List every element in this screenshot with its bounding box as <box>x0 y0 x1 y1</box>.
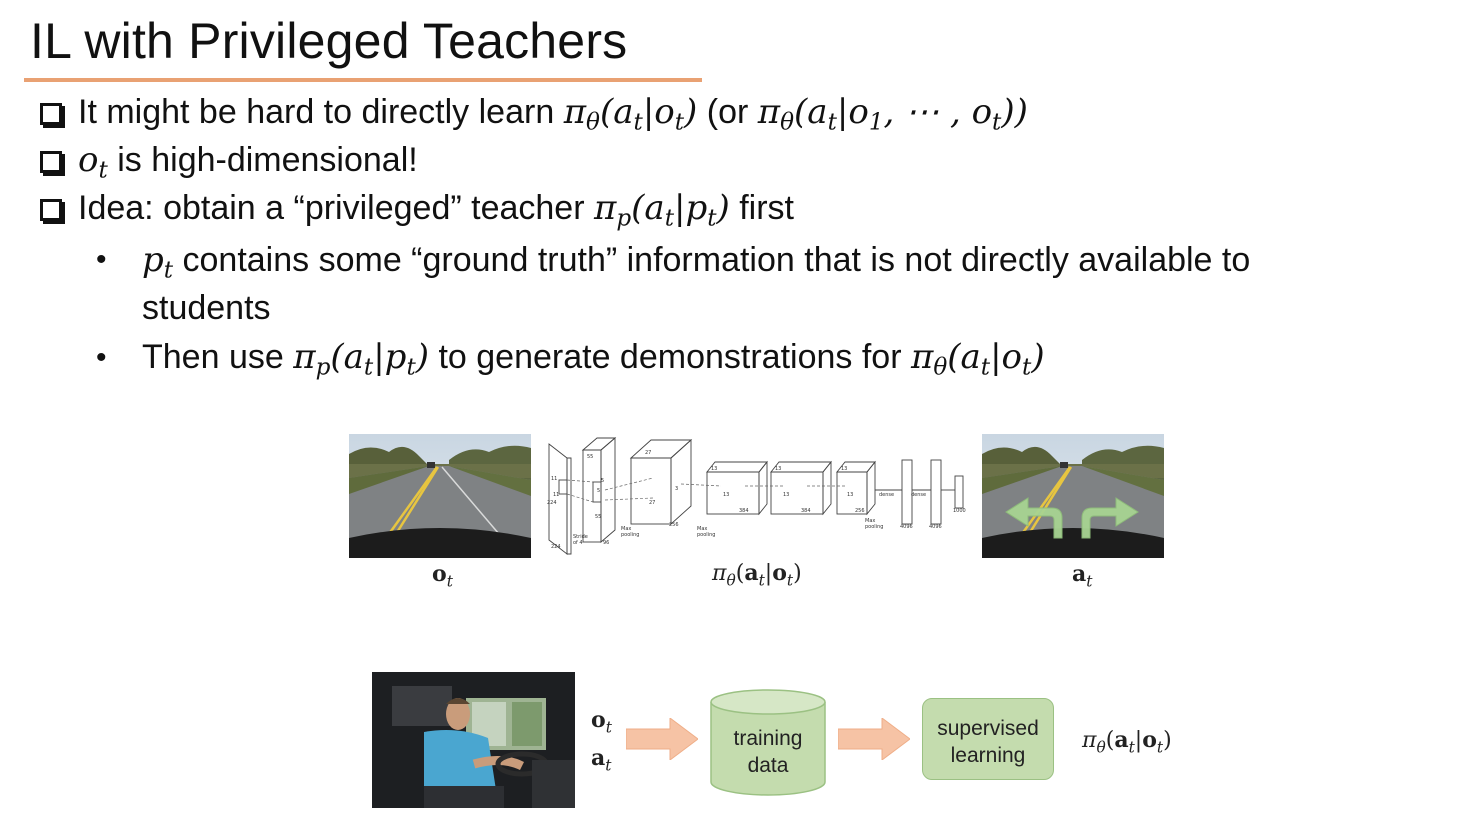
label-o-t: ot <box>591 707 612 737</box>
math-pi-theta: πθ(at|ot) <box>563 92 698 136</box>
training-data-label: training data <box>709 725 827 779</box>
bullet-1-mid: (or <box>697 93 758 131</box>
supervised-learning-label: supervised learning <box>922 715 1054 769</box>
cnn-label: of 4 <box>573 540 583 546</box>
cnn-label: pooling <box>697 532 715 538</box>
cnn-label: 5 <box>597 488 600 494</box>
math-pi-p: πp(at|pt) <box>593 188 730 232</box>
turn-arrows-icon <box>1005 497 1139 539</box>
bullet-3: Idea: obtain a “privileged” teacher πp(a… <box>40 188 794 238</box>
cnn-label: pooling <box>621 532 639 538</box>
math-pi-p: πp(at|pt) <box>293 337 430 381</box>
bullet-2-text: is high-dimensional! <box>107 141 418 179</box>
label-o-t: ot <box>432 561 453 591</box>
cnn-label: 55 <box>595 514 601 520</box>
bullet-2: ot is high-dimensional! <box>40 140 418 190</box>
sub-bullet-2: Then use πp(at|pt) to generate demonstra… <box>142 333 1045 391</box>
training-data-line2: data <box>747 754 789 777</box>
math-pi-theta-history: πθ(at|o1, ⋯ , ot)) <box>757 92 1028 136</box>
cnn-label: 27 <box>645 450 651 456</box>
slide-title: IL with Privileged Teachers <box>30 13 628 69</box>
cnn-label: 13 <box>847 492 853 498</box>
cnn-architecture-diagram: 224 224 11 11 55 55 5 5 27 27 3 13 13 13… <box>547 437 966 555</box>
checkbox-bullet-icon <box>40 199 62 221</box>
bullet-3-text: Idea: obtain a “privileged” teacher <box>78 189 594 227</box>
label-a-t: at <box>1072 561 1093 591</box>
title-underline <box>24 78 702 82</box>
label-policy: πθ(at|ot) <box>712 560 802 590</box>
bullet-3-suffix: first <box>729 189 794 227</box>
cnn-label: 384 <box>739 508 749 514</box>
training-data-cylinder <box>710 689 826 796</box>
cnn-label: 5 <box>601 478 604 484</box>
cnn-label: 256 <box>855 508 865 514</box>
cnn-label: 13 <box>775 466 781 472</box>
bullet-1-text: It might be hard to directly learn <box>78 93 564 131</box>
checkbox-bullet-icon <box>40 151 62 173</box>
cnn-label: 384 <box>801 508 811 514</box>
cnn-label: pooling <box>865 524 883 530</box>
cnn-label: Max <box>697 526 707 532</box>
cnn-label: 3 <box>675 486 678 492</box>
cnn-label: 13 <box>783 492 789 498</box>
bullet-1: It might be hard to directly learn πθ(at… <box>40 92 1028 142</box>
sub-bullet-dot: • <box>96 243 107 276</box>
cnn-label: 55 <box>587 454 593 460</box>
supervised-learning-box <box>922 698 1054 780</box>
checkbox-bullet-icon <box>40 103 62 125</box>
cnn-label: 27 <box>649 500 655 506</box>
sub-bullet-1-text: contains some “ground truth” information… <box>173 241 1251 279</box>
sub-bullet-2-mid: to generate demonstrations for <box>429 338 911 376</box>
training-data-line1: training <box>733 727 803 750</box>
cnn-label: dense <box>911 492 926 498</box>
cnn-label: 224 <box>551 544 561 550</box>
cnn-label: 1000 <box>953 508 966 514</box>
cnn-label: 256 <box>669 522 679 528</box>
cnn-label: 13 <box>723 492 729 498</box>
supervised-learning-line1: supervised <box>937 717 1039 740</box>
label-a-t: at <box>591 745 612 775</box>
math-pi-theta: πθ(at|ot) <box>910 337 1045 381</box>
cnn-label: 4096 <box>900 524 913 530</box>
math-p-t: pt <box>142 240 174 284</box>
sub-bullet-dot: • <box>96 341 107 374</box>
cnn-label: 13 <box>841 466 847 472</box>
road-photo-action <box>982 434 1164 558</box>
supervised-learning-line2: learning <box>950 744 1026 767</box>
sub-bullet-1: pt contains some “ground truth” informat… <box>142 236 1250 294</box>
cnn-label: 4096 <box>929 524 942 530</box>
cnn-label: 224 <box>547 500 557 506</box>
cnn-label: 13 <box>711 466 717 472</box>
cnn-label: 11 <box>553 492 559 498</box>
cnn-label: Stride <box>573 534 588 540</box>
right-arrow-icon <box>626 718 698 760</box>
cnn-label: Max <box>621 526 631 532</box>
cnn-label: dense <box>879 492 894 498</box>
road-photo-observation <box>349 434 531 558</box>
cnn-label: Max <box>865 518 875 524</box>
cnn-label: 11 <box>551 476 557 482</box>
math-o-t: ot <box>78 140 108 184</box>
sub-bullet-2-prefix: Then use <box>142 338 294 376</box>
truck-driver-photo <box>372 672 575 808</box>
right-arrow-icon <box>838 718 910 760</box>
sub-bullet-1-line2: students <box>142 289 271 327</box>
cnn-label: 96 <box>603 540 609 546</box>
label-result-policy: πθ(at|ot) <box>1082 727 1172 757</box>
